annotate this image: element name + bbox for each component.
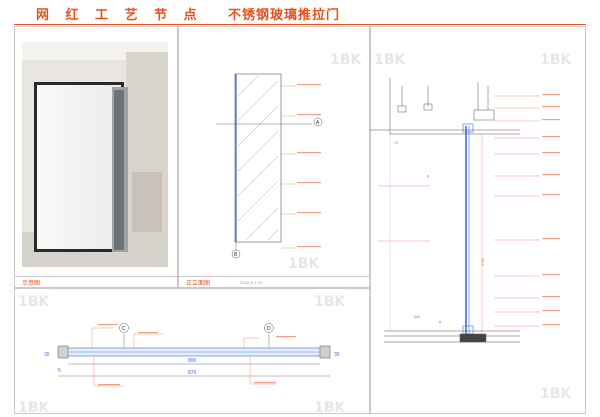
watermark-2: 1BK — [288, 256, 320, 272]
watermark-9: 1BK — [314, 400, 346, 414]
section-marker-a — [313, 117, 323, 127]
dim-35-left: 35 — [44, 352, 50, 358]
header-title-left: 网 红 工 艺 节 点 — [36, 8, 203, 23]
dim-900: 900 — [414, 315, 420, 319]
ceiling-structure — [370, 78, 520, 135]
header-title-right: 不锈钢玻璃推拉门 — [228, 8, 341, 23]
watermark-8: 1BK — [18, 400, 50, 414]
header-rule — [14, 24, 586, 25]
photo-illustration — [22, 42, 168, 267]
dim-35-right: 35 — [334, 352, 340, 358]
watermark-3: 1BK — [374, 52, 406, 68]
watermark-4: 1BK — [540, 52, 572, 68]
door-outline — [234, 73, 282, 243]
elevation-scale: SCALE 1:15 — [240, 280, 263, 285]
plan-panel — [14, 288, 370, 414]
marker-c-label: C — [122, 326, 126, 332]
marker-d-label: D — [267, 326, 271, 332]
elevation-label-bar — [178, 276, 370, 289]
plan-leaders — [91, 327, 276, 387]
marker-b-label: B — [234, 252, 238, 258]
plan-drawing: 1BK 1BK 1BK 1BK C D 800 870 35 35 5 — [18, 294, 346, 414]
dim-5: 5 — [58, 368, 61, 374]
section-marker-b — [231, 249, 241, 259]
photo-label: 示意图 — [22, 280, 41, 287]
floor-structure — [384, 330, 520, 343]
plan-note-marks — [98, 324, 296, 386]
photo-panel — [14, 26, 178, 288]
section-note-marks — [542, 94, 560, 326]
dim-800: 800 — [188, 358, 197, 364]
section-drawing: 1BK 1BK 1BK 2742 70 900 — [370, 52, 572, 402]
elevation-leaders — [281, 85, 296, 249]
marker-a-label: A — [316, 120, 320, 126]
section-panel — [370, 26, 586, 414]
dim-70: 70 — [394, 141, 398, 145]
plan-left-jamb — [57, 345, 69, 359]
photo-image — [22, 42, 168, 267]
elevation-panel — [178, 26, 370, 288]
photo-label-bar — [14, 276, 178, 289]
elevation-note-marks — [297, 84, 321, 248]
watermark-6: 1BK — [18, 294, 50, 310]
watermark-5: 1BK — [540, 386, 572, 402]
glass-hatch — [237, 75, 279, 241]
elevation-drawing: 1BK 1BK A B — [216, 52, 362, 272]
dim-870: 870 — [188, 370, 197, 376]
watermark-1: 1BK — [330, 52, 362, 68]
section-marker-d — [264, 323, 274, 333]
section-marker-c — [119, 323, 129, 333]
elevation-label: 正立面图 — [186, 280, 211, 287]
section-leaders — [378, 95, 540, 327]
plan-right-jamb — [319, 345, 331, 359]
watermark-7: 1BK — [314, 294, 346, 310]
dim-2742: 2742 — [481, 258, 485, 266]
header-bar — [0, 0, 600, 24]
